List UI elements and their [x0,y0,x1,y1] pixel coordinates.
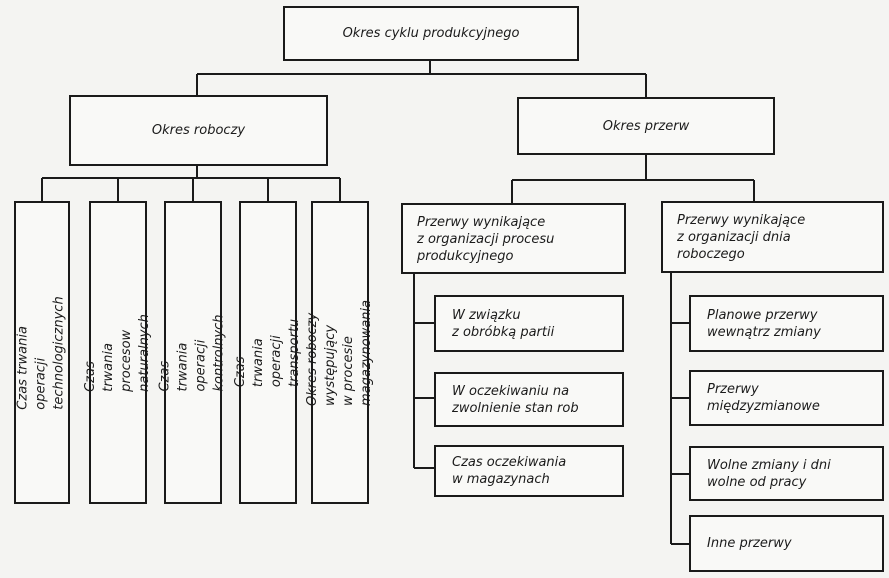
working-item-node: Czas trwania operacji technologicznych [14,201,70,504]
working-item-label: Czas trwania operacji transportu [233,318,302,387]
working-item-node: Czas trwania operacji kontrolnych [158,201,227,504]
root-label: Okres cyklu produkcyjnego [342,26,520,41]
root-node: Okres cyklu produkcyjnego [283,6,579,61]
break-period-node: Okres przerw [517,97,775,155]
working-period-node: Okres roboczy [69,95,328,166]
break-period-label: Okres przerw [602,118,690,134]
workday-break-item: Przerwy międzyzmianowe [689,370,884,426]
process-breaks-node: Przerwy wynikające z organizacji procesu… [401,203,626,274]
process-break-item-label: W związku z obróbką partii [452,307,555,340]
workday-break-item-label: Przerwy międzyzmianowe [707,382,820,414]
working-item-label: Czas trwania procesow naturalnych [83,313,153,392]
workday-break-item-label: Planowe przerwy wewnątrz zmiany [707,307,821,340]
working-item-node: Czas trwania procesow naturalnych [83,201,152,504]
process-break-item: Czas oczekiwania w magazynach [434,445,624,497]
working-period-label: Okres roboczy [151,123,246,138]
workday-break-item: Planowe przerwy wewnątrz zmiany [689,295,884,352]
workday-break-item: Wolne zmiany i dni wolne od pracy [689,446,884,501]
working-item-label: Czas trwania operacji kontrolnych [158,313,227,392]
working-item-node: Czas trwania operacji transportu [233,201,302,504]
working-item-label: Okres roboczy występujący w procesie mag… [305,299,374,406]
process-break-item: W oczekiwaniu na zwolnienie stan rob [434,372,624,427]
workday-breaks-label: Przerwy wynikające z organizacji dnia ro… [677,213,806,262]
workday-break-item: Inne przerwy [689,515,884,572]
process-break-item-label: Czas oczekiwania w magazynach [452,455,567,487]
working-item-label: Czas trwania operacji technologicznych [16,295,67,410]
process-breaks-label: Przerwy wynikające z organizacji procesu… [417,215,555,264]
process-break-item-label: W oczekiwaniu na zwolnienie stan rob [452,383,579,416]
process-break-item: W związku z obróbką partii [434,295,624,352]
workday-break-item-label: Wolne zmiany i dni wolne od pracy [707,457,831,490]
workday-breaks-node: Przerwy wynikające z organizacji dnia ro… [661,201,884,273]
working-item-node: Okres roboczy występujący w procesie mag… [305,201,374,504]
workday-break-item-label: Inne przerwy [707,536,792,551]
